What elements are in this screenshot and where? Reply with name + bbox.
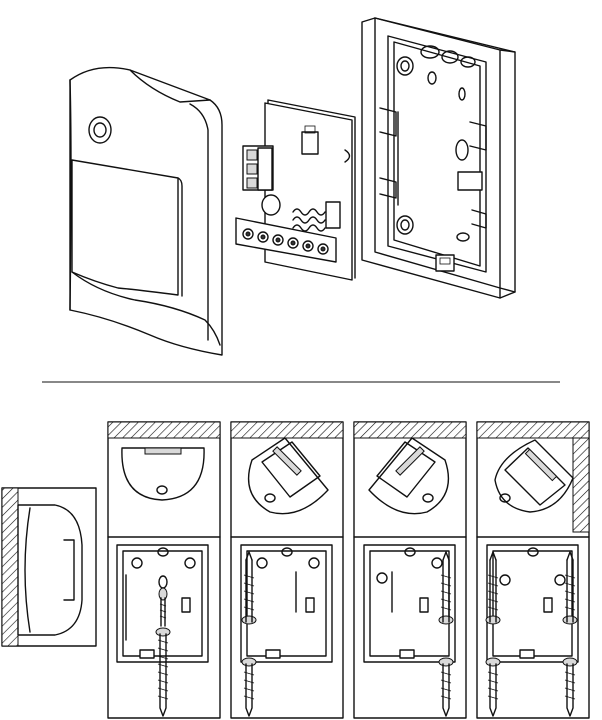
screw: [438, 657, 454, 717]
screw: [485, 657, 501, 717]
exploded-view: [69, 17, 516, 356]
screw: [438, 551, 454, 625]
screw: [158, 587, 168, 627]
screw: [241, 657, 257, 717]
wall-side-view: [1, 487, 97, 647]
base-box: [486, 544, 579, 663]
screw: [562, 657, 578, 717]
circuit-board: [235, 99, 356, 281]
mounting-option-corner-right: [353, 421, 467, 719]
screw: [562, 551, 578, 625]
base-box: [363, 544, 456, 663]
base-housing: [361, 17, 516, 299]
mounting-option-flat-wall: [107, 421, 221, 719]
base-box: [240, 544, 333, 663]
screw: [485, 551, 501, 625]
sensor-cover: [69, 66, 223, 356]
mounting-option-corner-left: [230, 421, 344, 719]
screw: [241, 551, 257, 625]
mounting-option-corner-inside: [476, 421, 590, 719]
base-box: [116, 544, 209, 663]
screw: [155, 627, 171, 717]
